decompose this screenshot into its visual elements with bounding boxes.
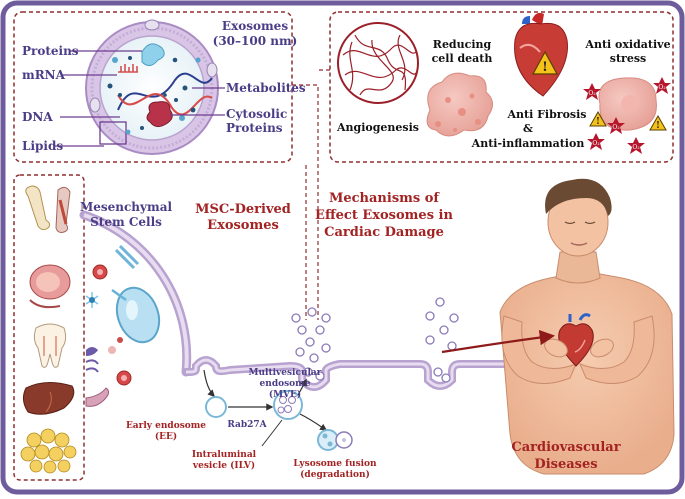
mechanism-title-2: Effect Exosomes in <box>315 208 453 223</box>
disease-label-1: Cardiovascular <box>511 440 620 455</box>
svg-text:!: ! <box>656 121 660 131</box>
secreted-exosomes <box>291 297 459 383</box>
mve-label-3: (MVE) <box>269 389 301 400</box>
label-cytosolic-1: Cytosolic <box>226 107 287 121</box>
disease-label-2: Diseases <box>534 457 597 472</box>
connector-dashed <box>292 84 319 320</box>
radical-label: O₂ <box>588 90 596 97</box>
exosome-title: Exosomes <box>222 19 288 33</box>
bone-icon <box>25 185 71 233</box>
radical-label: O₂ <box>658 84 666 91</box>
effects-panel: Angiogenesis Reducing cell death ! Anti … <box>329 11 674 163</box>
label-mrna: mRNA <box>22 68 66 82</box>
label-dna: DNA <box>22 110 53 124</box>
radical-label: O₂ <box>612 124 620 131</box>
placenta-icon <box>29 264 71 309</box>
rab-label: Rab27A <box>227 420 267 430</box>
msc-title-2: Exosomes <box>207 218 279 233</box>
ilv-label-2: vesicle (ILV) <box>192 460 255 471</box>
ee-label-1: Early endosome <box>126 421 206 431</box>
msc-title-1: MSC-Derived <box>195 202 291 217</box>
angiogenesis-icon <box>337 22 419 104</box>
lysosome-label-1: Lysosome fusion <box>293 459 377 469</box>
mve-label-1: Multivesicular <box>249 368 322 378</box>
radical-icons: O₂ O₂ O₂ O₂ O₂ <box>583 77 671 154</box>
label-reducing-1: Reducing <box>433 38 492 51</box>
label-ampersand: & <box>523 122 533 135</box>
exosome-size: (30–100 nm) <box>213 34 298 48</box>
label-anti-inflammation: Anti-inflammation <box>471 137 585 150</box>
label-antiox-1: Anti oxidative <box>584 38 670 51</box>
delivery-arrow <box>441 329 556 354</box>
lysosome-label-2: (degradation) <box>300 469 370 480</box>
stem-cell-label-2: Stem Cells <box>90 215 162 229</box>
mechanism-title-1: Mechanisms of <box>329 191 440 206</box>
radical-label: O₂ <box>632 144 640 151</box>
radical-label: O₂ <box>592 140 600 147</box>
label-angiogenesis: Angiogenesis <box>336 121 419 134</box>
exosome-panel: Exosomes (30–100 nm) Proteins mRNA DNA L… <box>13 11 306 163</box>
label-cytosolic-2: Proteins <box>226 121 283 135</box>
heart-icon: ! <box>514 12 568 97</box>
patient-figure <box>499 178 675 475</box>
ee-label-2: (EE) <box>155 431 177 442</box>
liver-icon <box>22 382 75 415</box>
svg-text:!: ! <box>596 117 600 127</box>
mechanism-title-3: Cardiac Damage <box>324 225 444 240</box>
tooth-icon <box>33 323 67 368</box>
label-antiox-2: stress <box>610 52 646 65</box>
label-proteins: Proteins <box>22 44 79 58</box>
label-anti-fibrosis: Anti Fibrosis <box>507 108 587 121</box>
ilv-label-1: Intraluminal <box>192 450 257 460</box>
label-lipids: Lipids <box>22 139 63 153</box>
svg-text:!: ! <box>542 60 548 75</box>
stem-cell-label-1: Mesenchymal <box>80 200 173 214</box>
mve-label-2: endosome <box>260 379 311 389</box>
adipose-icon <box>20 428 77 474</box>
endosome-pathway <box>203 369 353 451</box>
label-reducing-2: cell death <box>432 52 493 65</box>
label-metabolites: Metabolites <box>226 81 306 95</box>
stem-cell <box>79 210 192 407</box>
stem-cell-sources-panel <box>13 174 85 481</box>
